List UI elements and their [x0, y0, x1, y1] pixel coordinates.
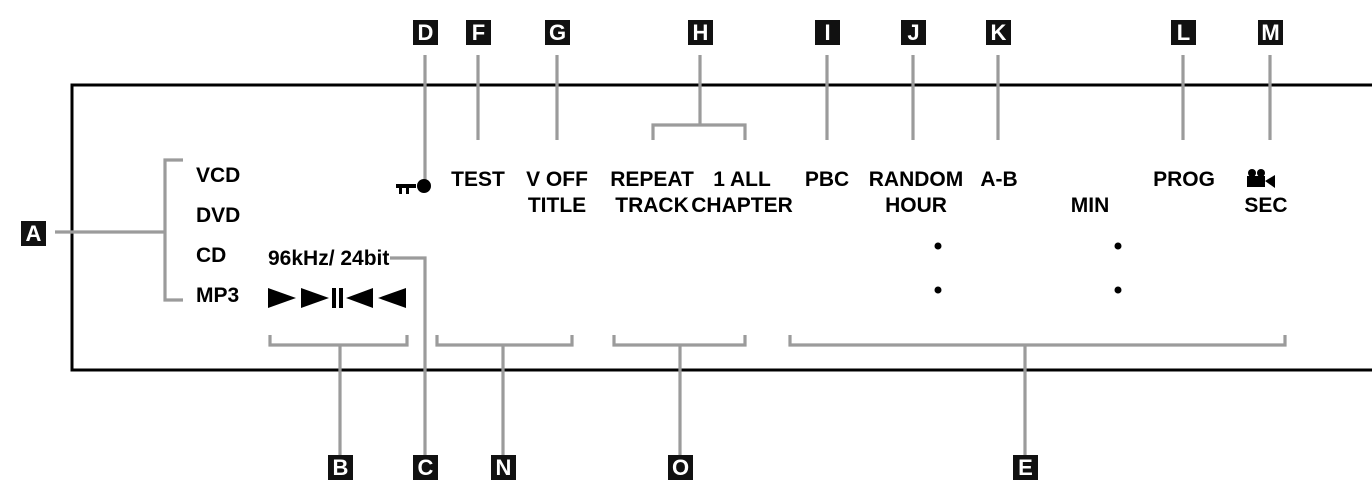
badge-e: E [1013, 455, 1038, 480]
indicator-prog: PROG [1153, 168, 1215, 191]
badge-i: I [815, 20, 840, 45]
indicator-hour: HOUR [885, 194, 947, 217]
indicator-v-off: V OFF [526, 168, 588, 191]
disc-type-cd: CD [196, 244, 226, 267]
segment-digit-9 [1143, 228, 1175, 284]
segment-digit-8 [1055, 228, 1087, 284]
svg-text:B: B [333, 455, 349, 480]
segment-digit-1 [442, 228, 474, 284]
indicator-pbc: PBC [805, 168, 849, 191]
disc-type-dvd: DVD [196, 204, 240, 227]
svg-text:C: C [418, 455, 434, 480]
badge-d: D [413, 20, 438, 45]
badge-b: B [328, 455, 353, 480]
badge-l: L [1171, 20, 1196, 45]
segment-digit-6 [877, 228, 909, 284]
indicator-title: TITLE [528, 194, 586, 217]
indicator-sec: SEC [1244, 194, 1287, 217]
leader-lines [55, 55, 1287, 455]
badge-m: M [1258, 20, 1283, 45]
segment-digits [442, 228, 1264, 284]
camera-angle-icon [1247, 169, 1275, 188]
segment-digit-4 [703, 228, 735, 284]
badge-h: H [688, 20, 713, 45]
svg-text:N: N [496, 455, 512, 480]
indicator-random: RANDOM [869, 168, 964, 191]
key-icon [396, 179, 431, 194]
badge-j: J [901, 20, 926, 45]
svg-text:D: D [418, 20, 434, 45]
badge-f: F [466, 20, 491, 45]
badge-o: O [668, 455, 693, 480]
disc-type-mp3: MP3 [196, 284, 239, 307]
svg-text:E: E [1018, 455, 1033, 480]
svg-text:K: K [991, 20, 1007, 45]
svg-text:G: G [549, 20, 566, 45]
svg-text:M: M [1261, 20, 1279, 45]
audio-format-label: 96kHz/ 24bit [268, 247, 389, 270]
segment-digit-10 [1232, 228, 1264, 284]
svg-text:L: L [1177, 20, 1190, 45]
indicator-min: MIN [1071, 194, 1110, 217]
indicator-one-all: 1 ALL [713, 168, 771, 191]
segment-digit-5 [792, 228, 824, 284]
indicator-a-b: A-B [980, 168, 1017, 191]
indicator-chapter: CHAPTER [691, 194, 793, 217]
playback-direction-icon [268, 288, 406, 308]
svg-text:H: H [693, 20, 709, 45]
time-colons [934, 242, 1122, 294]
segment-digit-7 [965, 228, 997, 284]
svg-text:J: J [907, 20, 919, 45]
display-frame [70, 83, 1372, 372]
badge-a: A [21, 221, 46, 246]
svg-text:I: I [824, 20, 830, 45]
segment-digit-3 [617, 228, 649, 284]
indicator-test: TEST [451, 168, 505, 191]
indicator-repeat: REPEAT [610, 168, 694, 191]
svg-text:F: F [472, 20, 485, 45]
badge-c: C [413, 455, 438, 480]
badge-g: G [545, 20, 570, 45]
segment-digit-2 [522, 228, 554, 284]
indicator-track: TRACK [615, 194, 689, 217]
badge-k: K [986, 20, 1011, 45]
svg-text:O: O [672, 455, 689, 480]
svg-text:A: A [26, 221, 42, 246]
disc-type-vcd: VCD [196, 164, 240, 187]
badge-n: N [491, 455, 516, 480]
